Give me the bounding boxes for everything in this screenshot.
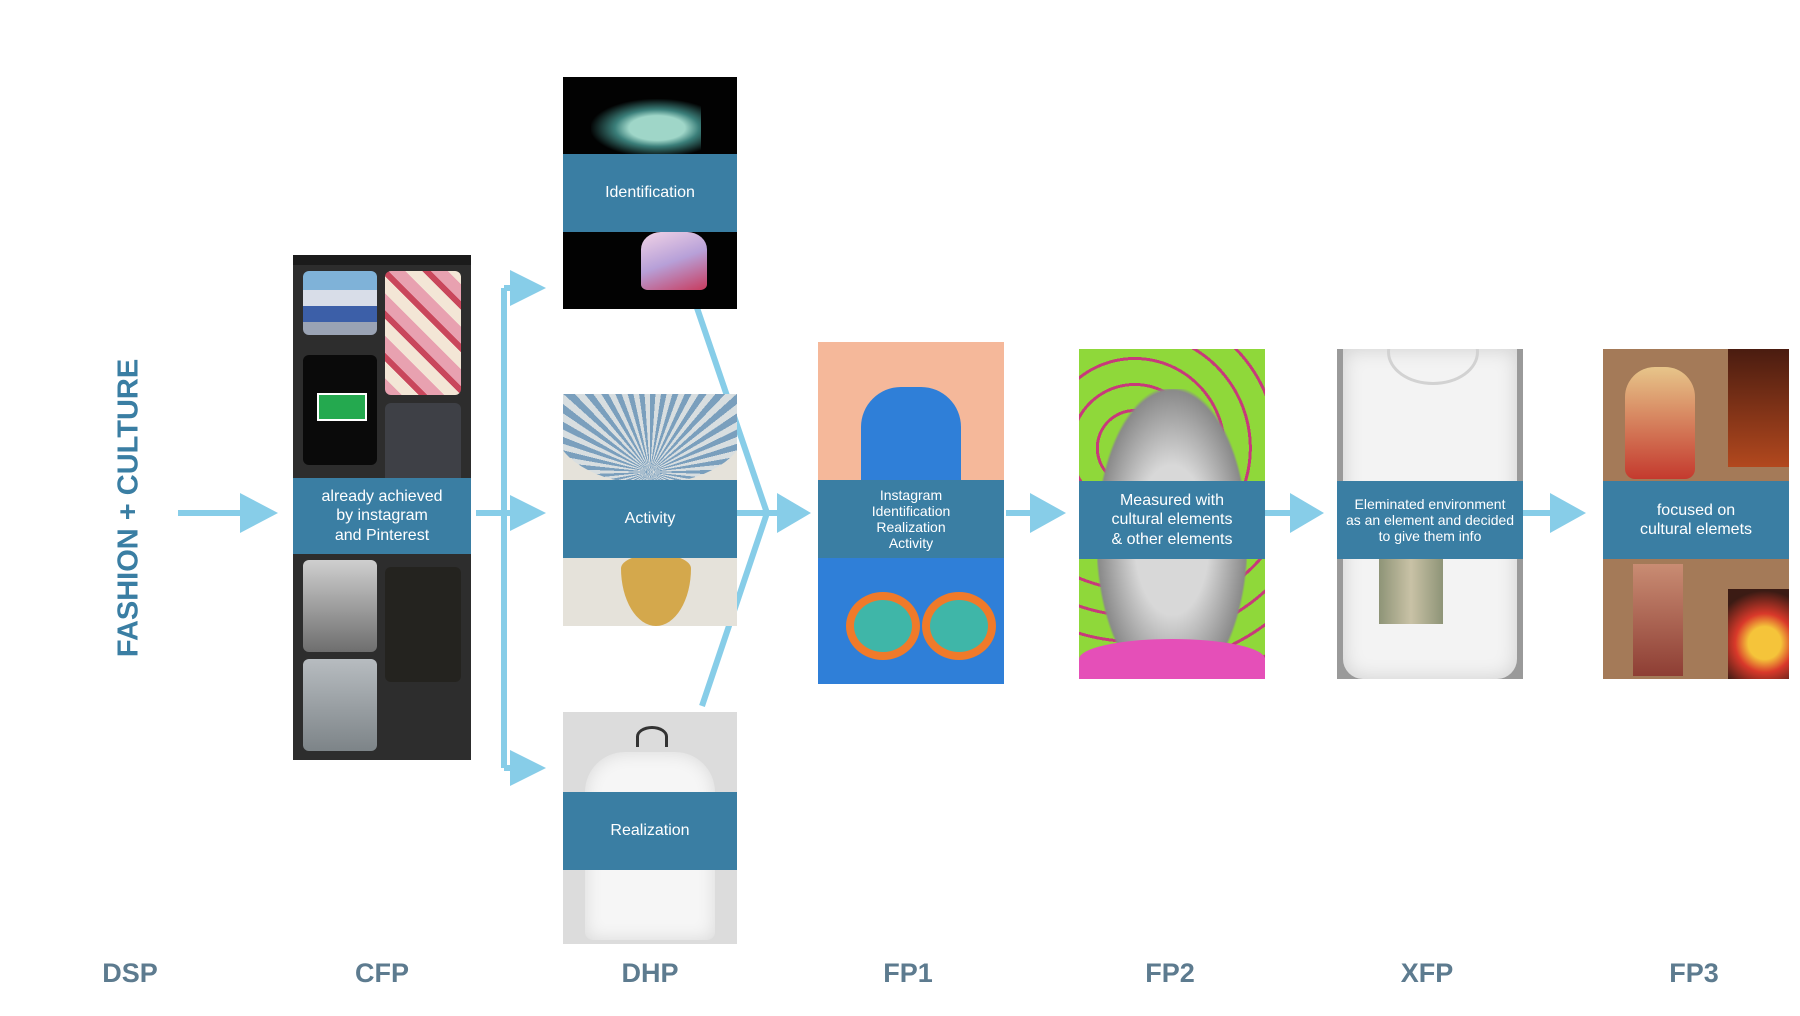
fp3-photo-fashion-sketch-bottom xyxy=(1633,564,1683,676)
fp3-photo-red-panel-top xyxy=(1728,349,1789,467)
collage-photo-exit-sign xyxy=(303,355,377,465)
stage-label-dhp: DHP xyxy=(621,958,679,988)
arrowhead-realization xyxy=(510,750,546,786)
fp3-photo-fashion-sketch-top xyxy=(1625,367,1695,479)
arrowhead-fp2 xyxy=(1030,493,1066,533)
arrowhead-fp1 xyxy=(777,493,811,533)
arrowhead-identification xyxy=(510,270,546,306)
fp3-photo-red-panel-bottom xyxy=(1728,589,1789,679)
xfp-card: Eleminated environment as an element and… xyxy=(1337,349,1523,679)
realization-card: Realization xyxy=(563,712,737,944)
fp1-photo-blue-hoodie-bottom xyxy=(818,557,1004,684)
fp1-card: Instagram Identification Realization Act… xyxy=(818,342,1004,684)
activity-label: Activity xyxy=(563,480,737,558)
fp2-card: Measured with cultural elements & other … xyxy=(1079,349,1265,679)
arrowhead-xfp xyxy=(1290,493,1324,533)
sunglasses-right-lens xyxy=(922,592,996,660)
stage-label-fp2: FP2 xyxy=(1145,958,1195,988)
phone-status-bar xyxy=(293,255,471,265)
stage-label-dsp: DSP xyxy=(102,958,158,988)
collage-photo-sign xyxy=(303,271,377,335)
activity-photo-leaf xyxy=(621,554,691,626)
xfp-photo-figure xyxy=(1379,559,1443,624)
fp2-photo-pink-skirt xyxy=(1079,639,1265,679)
identification-card: Identification xyxy=(563,77,737,309)
fp1-photo-blue-hoodie-top xyxy=(861,387,961,492)
arrowhead-activity xyxy=(510,495,546,531)
cfp-card: already achieved by instagram and Pinter… xyxy=(293,255,471,760)
cfp-caption: already achieved by instagram and Pinter… xyxy=(293,478,471,554)
xfp-caption: Eleminated environment as an element and… xyxy=(1337,481,1523,559)
fp3-card: focused on cultural elemets xyxy=(1603,349,1789,679)
realization-label: Realization xyxy=(563,792,737,870)
collage-photo-heart-door xyxy=(303,659,377,751)
sunglasses-left-lens xyxy=(846,592,920,660)
stage-label-fp1: FP1 xyxy=(883,958,933,988)
diagram-title: FASHION + CULTURE xyxy=(112,358,145,658)
identification-photo-dress xyxy=(641,232,707,290)
collage-photo-graffiti-monkey xyxy=(303,560,377,652)
fp1-caption: Instagram Identification Realization Act… xyxy=(818,480,1004,558)
stage-label-cfp: CFP xyxy=(355,958,409,988)
identification-photo-performer xyxy=(591,99,701,157)
arrowhead-fp3 xyxy=(1550,493,1586,533)
fp2-caption: Measured with cultural elements & other … xyxy=(1079,481,1265,559)
fp3-caption: focused on cultural elemets xyxy=(1603,481,1789,559)
stage-label-fp3: FP3 xyxy=(1669,958,1719,988)
activity-photo-fan xyxy=(563,394,737,484)
stage-label-xfp: XFP xyxy=(1400,958,1454,988)
hanger-icon xyxy=(636,726,668,747)
collage-photo-graffiti-face xyxy=(385,567,461,682)
collage-photo-stickers xyxy=(385,271,461,395)
activity-card: Activity xyxy=(563,394,737,626)
arrowhead-dsp-cfp xyxy=(240,493,278,533)
identification-label: Identification xyxy=(563,154,737,232)
